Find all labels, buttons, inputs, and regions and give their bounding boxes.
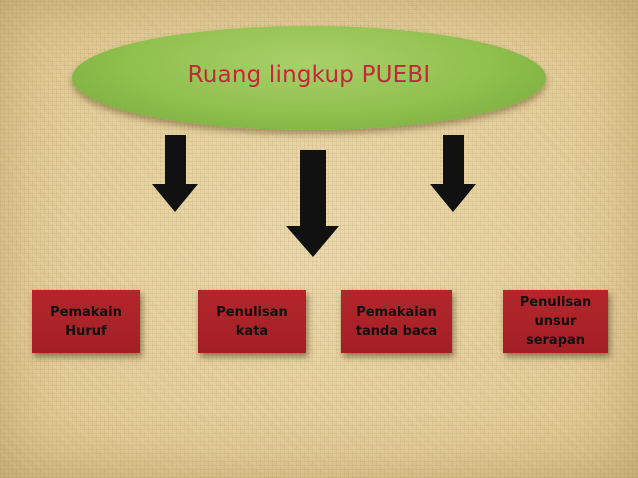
- arrow-down-icon: [286, 150, 339, 257]
- arrow-down-icon: [430, 135, 476, 212]
- box-penulisan-unsur-serapan: Penulisan unsur serapan: [503, 290, 608, 353]
- box-pemakain-huruf: Pemakain Huruf: [32, 290, 140, 353]
- box-pemakaian-tanda-baca: Pemakaian tanda baca: [341, 290, 452, 353]
- diagram-title: Ruang lingkup PUEBI: [187, 62, 431, 88]
- box-penulisan-kata: Penulisan kata: [198, 290, 306, 353]
- arrow-down-icon: [152, 135, 198, 212]
- title-ellipse: [72, 26, 546, 130]
